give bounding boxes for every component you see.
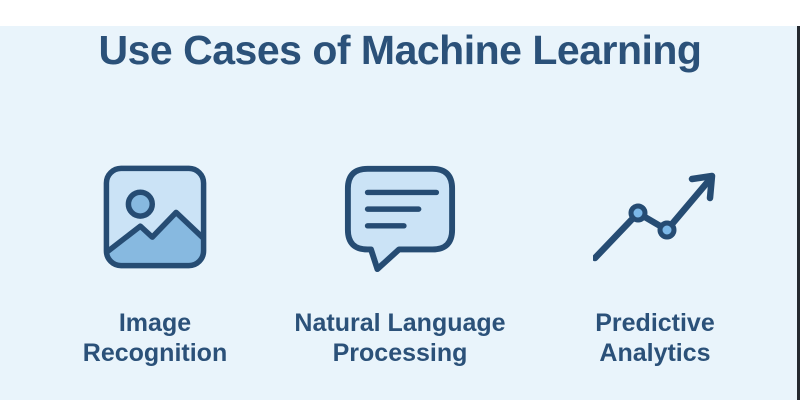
data-point bbox=[628, 203, 648, 223]
label-line: Natural Language bbox=[294, 309, 506, 337]
use-case-image-recognition: Image Recognition bbox=[40, 152, 270, 368]
mountain-shape bbox=[106, 209, 204, 266]
trend-line bbox=[593, 174, 715, 262]
use-case-label: Image Recognition bbox=[83, 308, 227, 368]
page-title: Use Cases of Machine Learning bbox=[98, 27, 702, 73]
label-line: Image bbox=[118, 309, 192, 337]
label-line: Predictive bbox=[595, 309, 715, 337]
label-line: Analytics bbox=[599, 339, 711, 367]
use-case-natural-language-processing: Natural Language Processing bbox=[270, 152, 530, 368]
ml-use-cases-infographic: Use Cases of Machine Learning Image bbox=[0, 26, 800, 400]
chat-bubble-icon bbox=[344, 165, 456, 273]
icon-box bbox=[100, 152, 210, 282]
icon-box bbox=[593, 152, 717, 282]
sun-circle bbox=[125, 189, 155, 219]
data-point bbox=[657, 220, 677, 240]
use-case-predictive-analytics: Predictive Analytics bbox=[530, 152, 780, 368]
image-icon bbox=[103, 165, 207, 269]
right-edge-line bbox=[797, 26, 800, 400]
icon-box bbox=[341, 152, 459, 282]
use-cases-row: Image Recognition Natural Language Proce… bbox=[0, 152, 800, 368]
label-line: Processing bbox=[332, 339, 468, 367]
label-line: Recognition bbox=[82, 339, 228, 367]
trend-arrow-icon bbox=[593, 172, 716, 262]
speech-bubble bbox=[344, 165, 456, 273]
use-case-label: Natural Language Processing bbox=[294, 308, 505, 368]
arrowhead bbox=[688, 172, 716, 202]
use-case-label: Predictive Analytics bbox=[595, 308, 715, 368]
image-frame bbox=[103, 165, 207, 269]
